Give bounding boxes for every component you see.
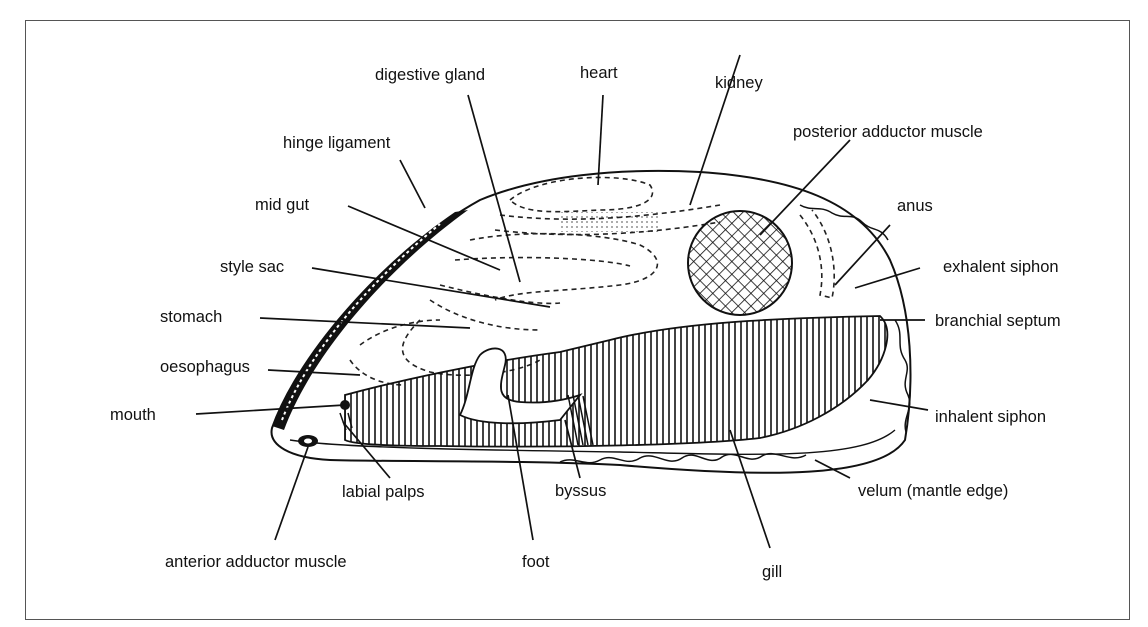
label-kidney: kidney <box>715 74 763 92</box>
label-gill: gill <box>762 563 782 581</box>
gill-shape <box>345 316 887 447</box>
label-inhalent-siphon: inhalent siphon <box>935 408 1046 426</box>
label-mouth: mouth <box>110 406 156 424</box>
labels: digestive gland heart kidney posterior a… <box>110 64 1061 581</box>
label-anus: anus <box>897 197 933 215</box>
posterior-adductor-muscle-shape <box>688 211 792 315</box>
label-exhalent-siphon: exhalent siphon <box>943 258 1059 276</box>
label-branchial-septum: branchial septum <box>935 312 1061 330</box>
label-anterior-adductor-muscle: anterior adductor muscle <box>165 553 347 571</box>
label-heart: heart <box>580 64 618 82</box>
label-mid-gut: mid gut <box>255 196 310 214</box>
label-velum: velum (mantle edge) <box>858 482 1008 500</box>
label-posterior-adductor-muscle: posterior adductor muscle <box>793 123 983 141</box>
label-hinge-ligament: hinge ligament <box>283 134 391 152</box>
label-digestive-gland: digestive gland <box>375 66 485 84</box>
label-foot: foot <box>522 553 550 571</box>
label-stomach: stomach <box>160 308 222 326</box>
label-style-sac: style sac <box>220 258 284 276</box>
label-labial-palps: labial palps <box>342 483 425 501</box>
label-byssus: byssus <box>555 482 606 500</box>
label-oesophagus: oesophagus <box>160 358 250 376</box>
